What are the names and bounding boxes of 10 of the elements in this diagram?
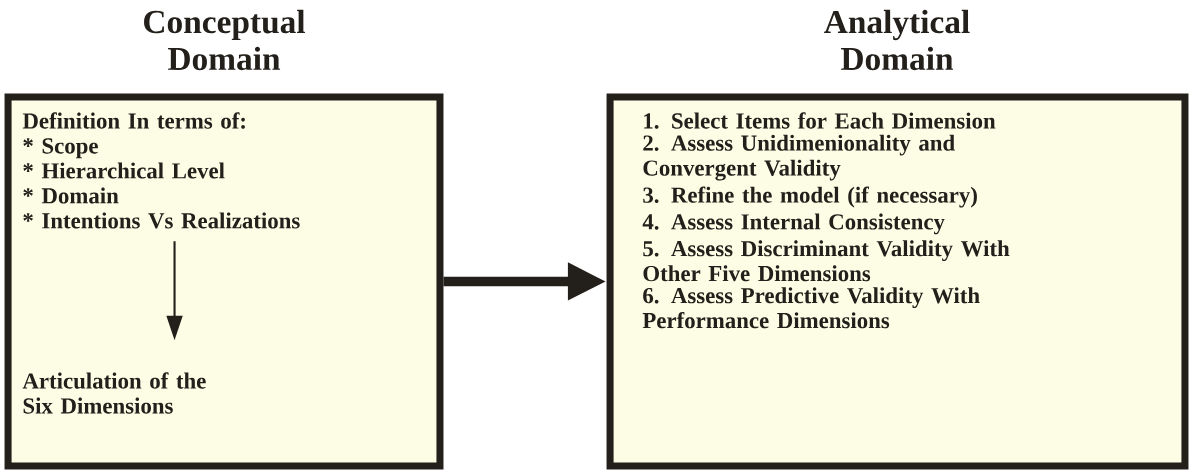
criteria-list: Definition In terms of: * Scope * Hierarchical Level * Domain * Intentions Vs Realizations — [22, 112, 300, 229]
step-item: 3. Refine the model (if necessary) — [643, 186, 977, 208]
step-item: 5. Assess Discriminant Validity With Other Five Dimensions — [643, 240, 1010, 282]
domain-heading: Conceptual Domain — [144, 9, 306, 71]
outcome-text: Articulation of the Six Dimensions — [22, 372, 206, 414]
step-item: 1. Select Items for Each Dimension — [644, 112, 996, 129]
step-item: 6. Assess Predictive Validity With Performance Dimensions — [642, 287, 980, 329]
step-item: 4. Assess Internal Consistency — [642, 213, 945, 235]
domain-heading: Analytical Domain — [824, 9, 970, 71]
step-item: 2. Assess Unidimenionality and Convergent Validity — [643, 134, 955, 181]
